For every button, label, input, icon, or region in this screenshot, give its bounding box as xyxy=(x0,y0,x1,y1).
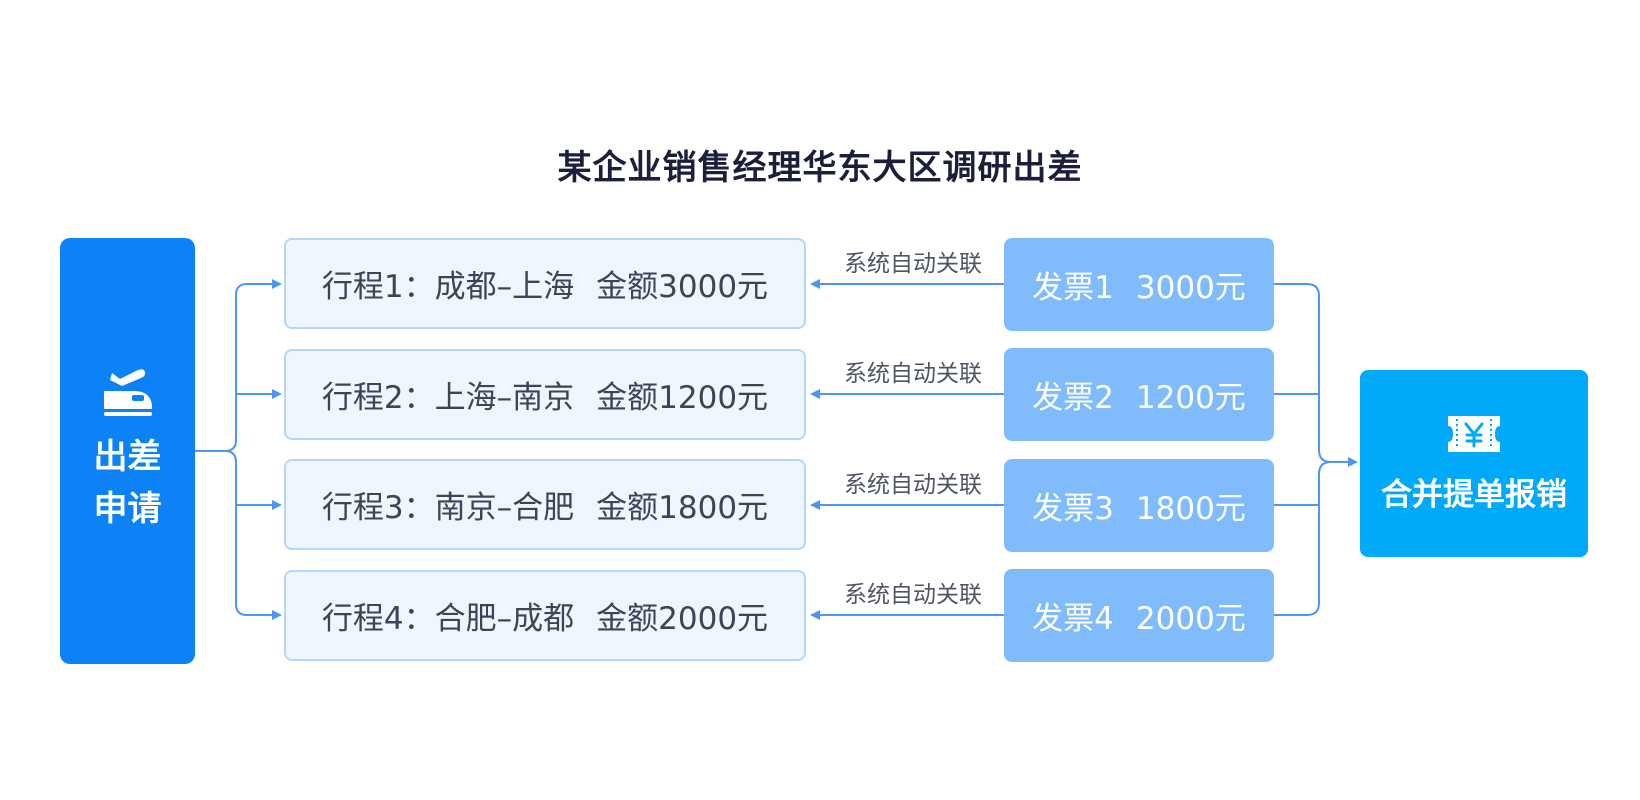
invoice-3-box: 发票3 1800元 xyxy=(1004,459,1274,552)
invoice-3-name: 发票3 xyxy=(1032,491,1114,527)
trip-1-route: 行程1：成都–上海 xyxy=(321,269,575,305)
invoice-4-box: 发票4 2000元 xyxy=(1004,569,1274,662)
invoice-1-name: 发票1 xyxy=(1032,270,1114,306)
travel-application-box: 出差申请 xyxy=(60,238,195,664)
invoice-2-name: 发票2 xyxy=(1032,380,1114,416)
plane-train-icon xyxy=(103,369,152,416)
invoices-to-submit-connector xyxy=(1274,283,1358,616)
merged-reimbursement-box: 合并提单报销 xyxy=(1360,370,1588,557)
trip-4-route: 行程4：合肥–成都 xyxy=(321,601,575,637)
invoice-4-name: 发票4 xyxy=(1032,601,1114,637)
invoice-3-amount: 1800元 xyxy=(1135,491,1246,527)
trip-2-amount: 金额1200元 xyxy=(596,380,769,416)
trip-1-amount: 金额3000元 xyxy=(596,269,769,305)
invoice-1-box: 发票1 3000元 xyxy=(1004,238,1274,331)
auto-link-label-1: 系统自动关联 xyxy=(844,251,982,277)
trip-2-box: 行程2：上海–南京金额1200元 xyxy=(284,349,806,440)
trip-2-route: 行程2：上海–南京 xyxy=(321,380,575,416)
trip-3-route: 行程3：南京–合肥 xyxy=(321,490,575,526)
invoice-to-trip-arrows xyxy=(810,279,1004,620)
trip-1-box: 行程1：成都–上海金额3000元 xyxy=(284,238,806,329)
trip-3-box: 行程3：南京–合肥金额1800元 xyxy=(284,459,806,550)
travel-application-label: 出差申请 xyxy=(93,437,162,529)
invoice-4-amount: 2000元 xyxy=(1135,601,1246,637)
invoice-2-amount: 1200元 xyxy=(1135,380,1246,416)
invoice-2-box: 发票2 1200元 xyxy=(1004,348,1274,441)
trip-4-amount: 金额2000元 xyxy=(596,601,769,637)
apply-to-trips-connector xyxy=(195,279,282,620)
diagram-title: 某企业销售经理华东大区调研出差 xyxy=(557,148,1083,188)
auto-link-label-4: 系统自动关联 xyxy=(844,582,982,608)
auto-link-label-2: 系统自动关联 xyxy=(844,361,982,387)
merged-reimbursement-label: 合并提单报销 xyxy=(1381,477,1567,513)
invoice-1-amount: 3000元 xyxy=(1135,270,1246,306)
yuan-ticket-icon xyxy=(1448,416,1500,452)
auto-link-label-3: 系统自动关联 xyxy=(844,472,982,498)
trip-3-amount: 金额1800元 xyxy=(596,490,769,526)
trip-4-box: 行程4：合肥–成都金额2000元 xyxy=(284,570,806,661)
